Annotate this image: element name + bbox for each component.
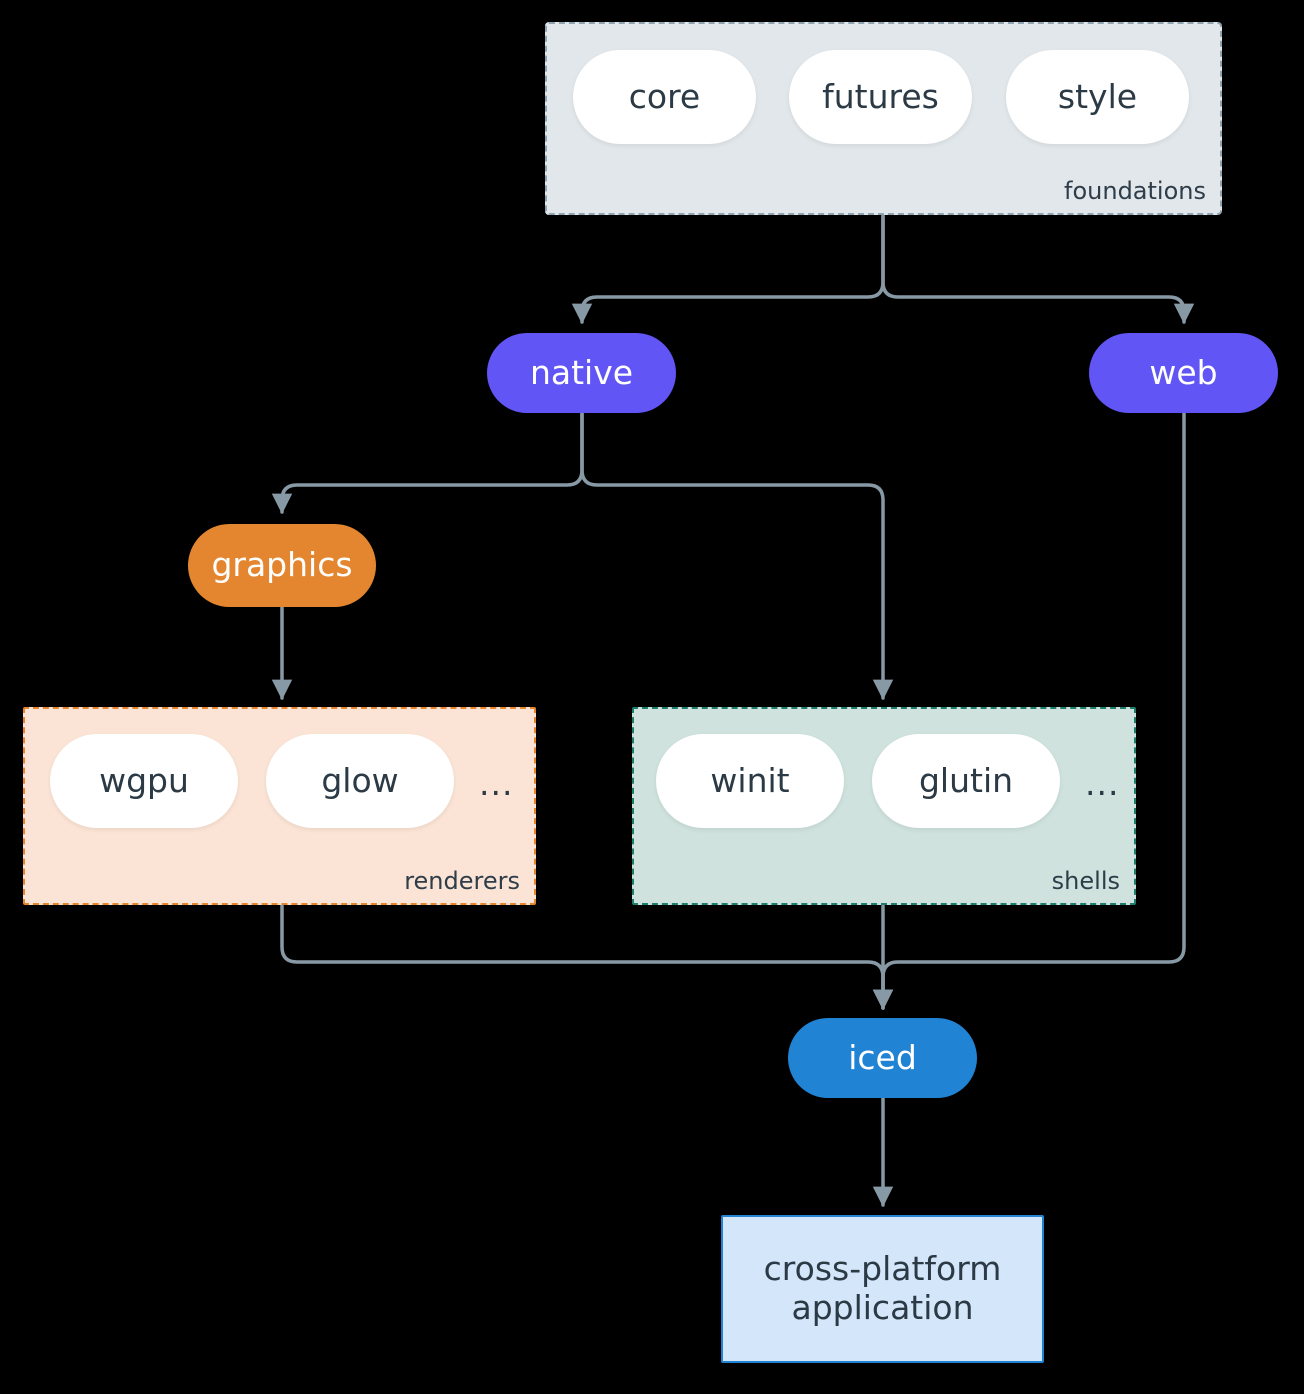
node-winit[interactable]: winit [656, 734, 844, 828]
node-web[interactable]: web [1089, 333, 1278, 413]
node-winit-label: winit [710, 760, 790, 800]
node-glutin[interactable]: glutin [872, 734, 1060, 828]
shells-more-ellipsis: ... [1085, 764, 1120, 803]
edge-renderers-to-iced [280, 904, 894, 1011]
node-graphics[interactable]: graphics [188, 524, 376, 607]
node-iced[interactable]: iced [788, 1018, 977, 1098]
cluster-renderers-label: renderers [404, 867, 520, 895]
node-native-label: native [529, 352, 634, 392]
renderers-more-ellipsis: ... [479, 764, 514, 803]
node-core-label: core [628, 76, 701, 116]
cluster-shells-label: shells [1051, 867, 1120, 895]
node-glow[interactable]: glow [266, 734, 454, 828]
node-iced-label: iced [848, 1037, 917, 1077]
node-style[interactable]: style [1006, 50, 1189, 144]
edge-foundations-to-web [881, 214, 1195, 325]
node-web-label: web [1149, 352, 1218, 392]
node-wgpu[interactable]: wgpu [50, 734, 238, 828]
application-line-1: cross-platform [763, 1249, 1002, 1289]
edge-native-to-graphics [271, 411, 584, 515]
node-core[interactable]: core [573, 50, 756, 144]
edge-foundations-to-native [571, 214, 885, 325]
edge-native-to-shells [580, 411, 894, 701]
node-glow-label: glow [321, 760, 399, 800]
cluster-foundations-label: foundations [1064, 177, 1206, 205]
node-graphics-label: graphics [211, 545, 353, 585]
node-futures-label: futures [822, 76, 939, 116]
node-cross-platform-application[interactable]: cross-platform application [721, 1215, 1044, 1363]
application-line-2: application [791, 1288, 974, 1327]
node-wgpu-label: wgpu [99, 760, 189, 800]
node-glutin-label: glutin [918, 760, 1014, 800]
node-native[interactable]: native [487, 333, 676, 413]
node-futures[interactable]: futures [789, 50, 972, 144]
node-style-label: style [1057, 76, 1138, 116]
